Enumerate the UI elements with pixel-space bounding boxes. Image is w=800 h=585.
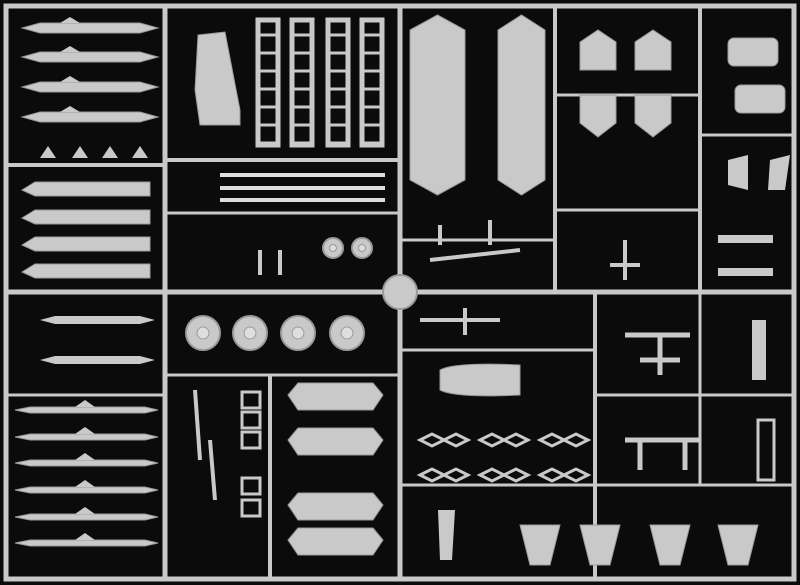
fin-part (75, 427, 95, 434)
wheel-hub (243, 326, 257, 340)
fin-part (75, 400, 95, 407)
wing-part (20, 236, 151, 252)
wing-part (20, 263, 151, 279)
hull-part (439, 363, 521, 397)
plate-part (634, 94, 672, 138)
fin-part (75, 453, 95, 460)
rocket-part (14, 539, 159, 547)
plate-part (727, 37, 779, 67)
small-part (102, 146, 118, 158)
ladder-part (359, 17, 385, 148)
plate-part (634, 29, 672, 71)
plate-part (579, 29, 617, 71)
misc-part (610, 240, 640, 280)
small-part (40, 146, 56, 158)
strut-part (438, 510, 455, 560)
bracket-part (240, 430, 262, 450)
linkage-part (416, 467, 472, 483)
fin-part (60, 76, 80, 82)
wheel-hub (291, 326, 305, 340)
wheel-hub (329, 244, 337, 252)
ladder-part (289, 17, 315, 148)
sprue-parts (14, 14, 790, 566)
misc-part (258, 250, 282, 275)
missile-part (40, 356, 155, 364)
rocket-part (14, 433, 159, 441)
rocket-part (14, 486, 159, 494)
gear-part (625, 437, 700, 470)
strut-part (752, 320, 766, 380)
ladder-part (255, 17, 281, 148)
trapezoid-part (649, 524, 691, 566)
ladder-part (325, 17, 351, 148)
plate-part (768, 155, 790, 190)
wheel-hub (196, 326, 210, 340)
rocket-part (14, 459, 159, 467)
fin-part (75, 533, 95, 540)
linkage-part (476, 467, 532, 483)
rocket-part (14, 513, 159, 521)
misc-part (420, 308, 500, 335)
cockpit-part (194, 31, 241, 126)
linkage-part (536, 467, 592, 483)
fin-part (60, 17, 80, 23)
wheel-hub (340, 326, 354, 340)
sprue-hub (382, 274, 418, 310)
wheel-hub (358, 244, 366, 252)
fin-part (60, 46, 80, 52)
strip-part (718, 235, 773, 243)
panel-part (409, 14, 466, 196)
trapezoid-part (579, 524, 621, 566)
wing-part (20, 209, 151, 225)
plate-part (734, 84, 786, 114)
linkage-part (536, 432, 592, 448)
missile-part (40, 316, 155, 324)
misc-part (193, 389, 217, 501)
plate-part (728, 155, 748, 190)
bracket-part (240, 476, 262, 496)
small-part (132, 146, 148, 158)
misc-part (429, 220, 521, 262)
wing-part (20, 181, 151, 197)
missile-part (20, 111, 160, 123)
tank-part (287, 382, 384, 411)
missile-part (20, 22, 160, 34)
strip-part (718, 268, 773, 276)
fin-part (60, 106, 80, 112)
missile-part (20, 51, 160, 63)
panel-part (497, 14, 546, 196)
fin-part (75, 480, 95, 487)
plate-part (579, 94, 617, 138)
linkage-part (476, 432, 532, 448)
trapezoid-part (519, 524, 561, 566)
fin-part (75, 507, 95, 514)
gear-part (625, 332, 690, 375)
tank-part (287, 527, 384, 556)
tank-part (287, 427, 384, 456)
rocket-part (14, 406, 159, 414)
bracket-part (240, 498, 262, 518)
missile-part (20, 81, 160, 93)
bracket-part (240, 390, 262, 410)
bracket-part (240, 410, 262, 430)
trapezoid-part (717, 524, 759, 566)
small-part (72, 146, 88, 158)
strut-part (756, 418, 776, 482)
tank-part (287, 492, 384, 521)
linkage-part (416, 432, 472, 448)
